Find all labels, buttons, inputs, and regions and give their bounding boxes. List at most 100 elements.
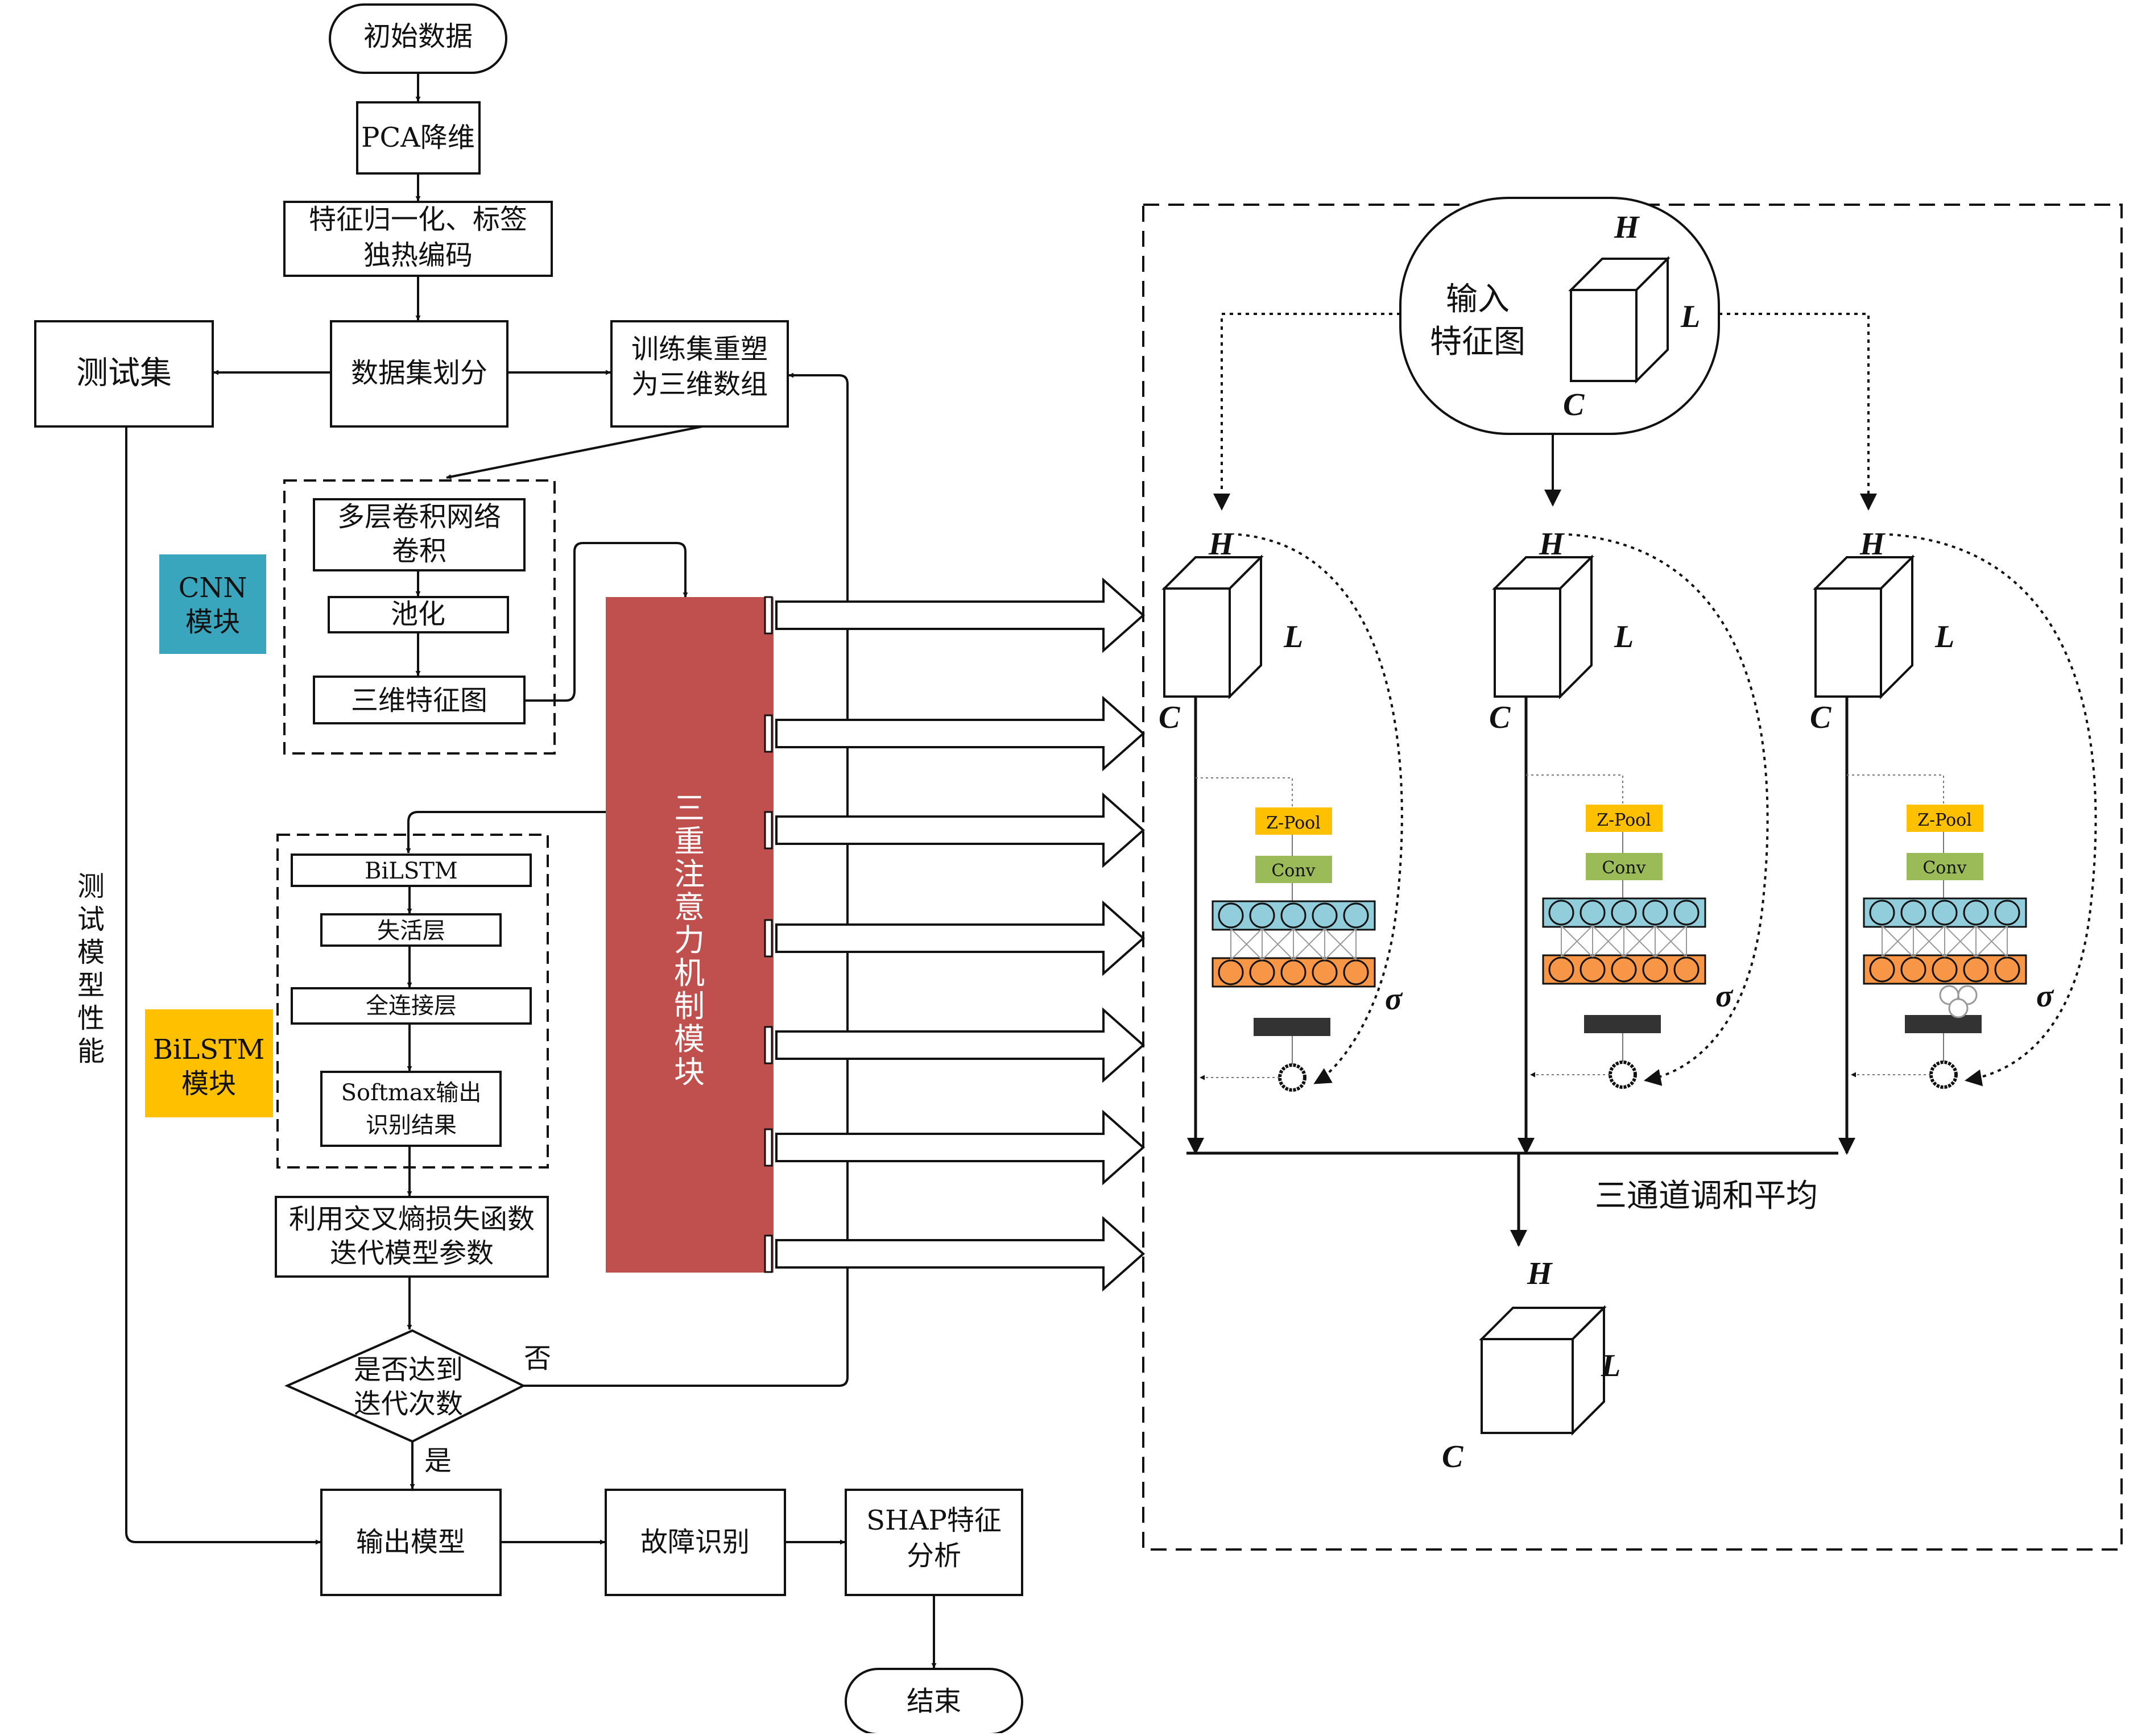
dense-label: 全连接层 (366, 993, 457, 1019)
neuron (1900, 900, 1926, 926)
neuron (1994, 900, 2020, 926)
zpool-label: Z-Pool (1597, 810, 1651, 830)
hollow-arrow (764, 1007, 1146, 1083)
bilstm-tag (145, 1009, 273, 1117)
bilstm-tag-label-1: BiLSTM (153, 1034, 265, 1066)
conv-box (1255, 856, 1332, 883)
neuron (1312, 902, 1338, 929)
arrow-tab (764, 596, 773, 635)
conv-label: Conv (1271, 861, 1315, 881)
test-performance-char: 型 (77, 969, 105, 1001)
neuron-link (1913, 925, 1945, 958)
test-performance-char: 模 (77, 937, 105, 968)
hollow-arrow (764, 900, 1146, 976)
neuron-link (1293, 928, 1325, 960)
cnn-tag (159, 554, 266, 654)
skip-arc (1568, 533, 1769, 1086)
attention-char: 制 (674, 988, 705, 1024)
axis-C: C (1810, 700, 1831, 735)
decision-diamond (284, 1329, 526, 1443)
cnn-tag-label-2: 模块 (185, 606, 240, 638)
conv-label: Conv (1922, 858, 1966, 878)
neuron-link (1975, 925, 2008, 958)
arrow-shape (775, 577, 1146, 653)
sigmoid-bar (1584, 1015, 1661, 1033)
neuron (1218, 902, 1244, 929)
conv-label-2: 卷积 (392, 535, 446, 567)
softmax-label-2: 识别结果 (366, 1112, 457, 1138)
normalize-box (283, 201, 553, 277)
conv-box (1907, 853, 1983, 880)
test-performance-char: 能 (77, 1035, 105, 1067)
cube-front (1814, 587, 1882, 698)
no-label: 否 (524, 1343, 551, 1374)
attention-char: 块 (674, 1054, 705, 1090)
start-label: 初始数据 (363, 20, 473, 52)
input-label-2: 特征图 (1430, 324, 1525, 361)
axis-L: L (1614, 619, 1634, 654)
test-performance-char: 测 (77, 871, 105, 902)
neuron (1548, 956, 1574, 983)
sigma-label: σ (2036, 979, 2054, 1014)
pool-label: 池化 (391, 598, 445, 630)
neuron-link (1882, 925, 1914, 958)
arrow-shape (775, 792, 1146, 868)
fault-id-label: 故障识别 (640, 1526, 750, 1558)
neuron (1642, 900, 1668, 926)
neuron (1642, 956, 1668, 983)
axis-L: L (1680, 299, 1700, 334)
neuron (1218, 959, 1244, 985)
pca-label: PCA降维 (361, 122, 475, 154)
sigma-label: σ (1385, 981, 1403, 1017)
split-label: 数据集划分 (351, 357, 487, 389)
conv-box (313, 498, 526, 571)
cube-front (1163, 587, 1231, 698)
hollow-arrow (764, 577, 1146, 653)
cube-front (1481, 1338, 1574, 1434)
zpool-box (1255, 807, 1332, 835)
shap-label-2: 分析 (907, 1540, 961, 1572)
attention-char: 重 (674, 823, 705, 859)
axis-L: L (1934, 619, 1954, 654)
neuron (1900, 956, 1926, 983)
normalize-label-1: 特征归一化、标签 (309, 204, 527, 235)
yes-label: 是 (424, 1445, 452, 1477)
split-box (330, 320, 508, 428)
neuron-link (1230, 928, 1263, 960)
neuron (1869, 900, 1895, 926)
axis-H: H (1208, 527, 1234, 562)
arrow-shape (775, 1216, 1146, 1292)
harmonic-mean-label: 三通道调和平均 (1595, 1178, 1818, 1215)
attention-char: 模 (674, 1021, 705, 1057)
axis-H: H (1539, 527, 1565, 562)
cnn-module-frame (283, 479, 556, 755)
zpool-box (1907, 805, 1983, 832)
reshape-label-2: 为三维数组 (631, 368, 768, 400)
multiply-node (1609, 1060, 1637, 1089)
arrow-tab (764, 919, 773, 958)
hollow-arrow (764, 1216, 1146, 1292)
branch-cube (1813, 554, 1915, 699)
neuron (1343, 902, 1369, 929)
arrow-tab (764, 1128, 773, 1167)
zpool-label: Z-Pool (1266, 813, 1321, 833)
neuron (1611, 956, 1637, 983)
dropout-label: 失活层 (377, 918, 445, 944)
input-label-1: 输入 (1446, 281, 1510, 318)
dropout-box (320, 913, 502, 947)
decision-label-1: 是否达到 (354, 1354, 463, 1386)
dotted-branch (1847, 774, 1944, 805)
output-cube (1479, 1305, 1607, 1436)
neuron-link (1655, 925, 1687, 958)
loss-box (275, 1196, 549, 1278)
neuron (1869, 956, 1895, 983)
neuron (1280, 902, 1306, 929)
cube-front (1570, 289, 1638, 382)
neuron (1580, 956, 1606, 983)
flowchart-labels: 初始数据 PCA降维 特征归一化、标签 独热编码 数据集划分 测试集 训练集重塑… (76, 20, 1002, 1717)
neuron-link (1623, 925, 1656, 958)
neuron-link (1262, 928, 1294, 960)
